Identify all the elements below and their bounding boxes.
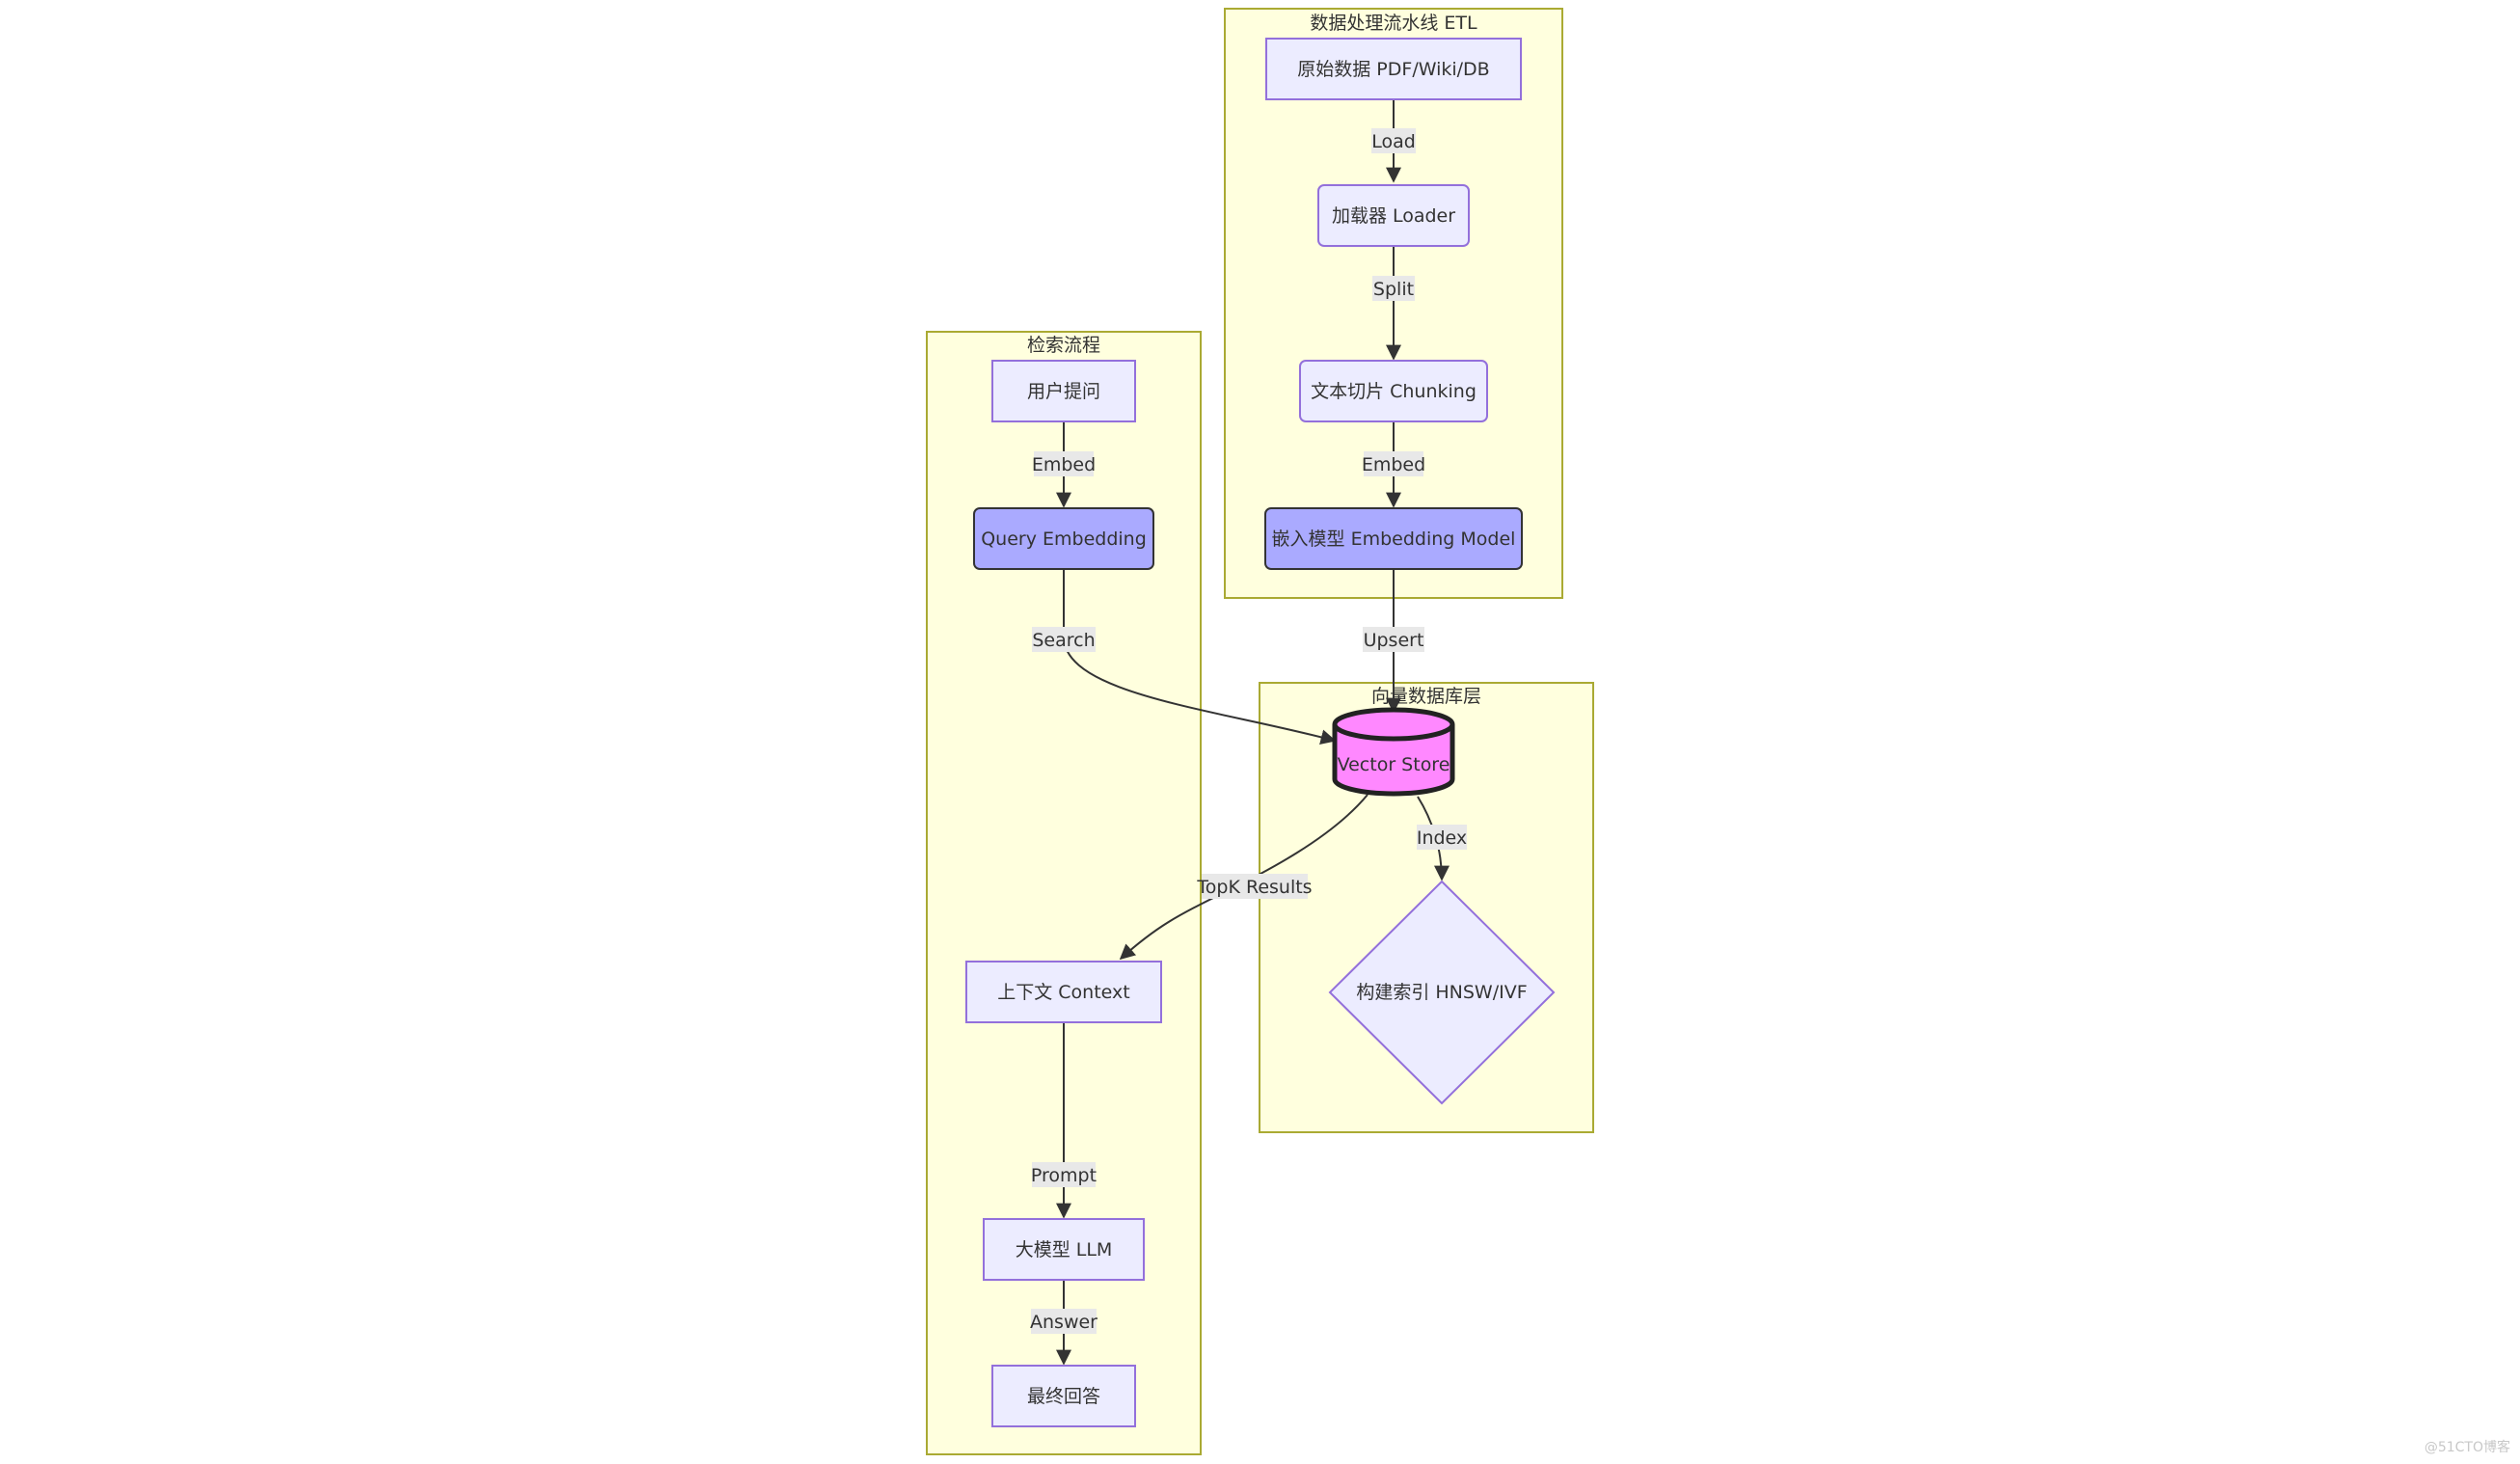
cluster-vector-title: 向量数据库层 [1371, 686, 1481, 707]
node-index-label: 构建索引 HNSW/IVF [1356, 982, 1527, 1003]
node-llm-label: 大模型 LLM [1016, 1239, 1113, 1261]
edge-label-load: Load [1371, 131, 1416, 152]
node-final-answer: 最终回答 [991, 1365, 1136, 1427]
edge-label-prompt: Prompt [1031, 1165, 1097, 1186]
node-vector-store-label: Vector Store [1338, 754, 1450, 775]
edge-label-embed-etl: Embed [1362, 454, 1425, 475]
node-embedding-model: 嵌入模型 Embedding Model [1264, 507, 1523, 570]
edge-label-index: Index [1417, 827, 1467, 849]
node-loader: 加载器 Loader [1317, 184, 1470, 247]
node-raw-data-label: 原始数据 PDF/Wiki/DB [1297, 59, 1489, 80]
edge-labels: Load Split Embed Upsert Embed Search Top… [1030, 128, 1467, 1334]
node-final-answer-label: 最终回答 [1027, 1386, 1100, 1407]
node-context: 上下文 Context [965, 961, 1162, 1023]
node-query-embedding: Query Embedding [973, 507, 1154, 570]
node-chunking: 文本切片 Chunking [1299, 360, 1488, 422]
node-user-question-label: 用户提问 [1027, 381, 1100, 402]
edge-label-topk: TopK Results [1196, 877, 1312, 898]
node-raw-data: 原始数据 PDF/Wiki/DB [1265, 38, 1522, 100]
cluster-retrieval-title: 检索流程 [1027, 335, 1100, 356]
node-query-embedding-label: Query Embedding [981, 529, 1147, 550]
edge-label-search: Search [1032, 630, 1095, 651]
node-embedding-model-label: 嵌入模型 Embedding Model [1272, 529, 1516, 550]
edge-label-split: Split [1373, 279, 1414, 300]
node-chunking-label: 文本切片 Chunking [1311, 381, 1477, 402]
cluster-etl-title: 数据处理流水线 ETL [1310, 13, 1477, 34]
edge-label-answer: Answer [1030, 1312, 1097, 1333]
edge-label-upsert: Upsert [1364, 630, 1424, 651]
node-loader-label: 加载器 Loader [1332, 205, 1455, 227]
node-user-question: 用户提问 [991, 360, 1136, 422]
edge-label-embed-query: Embed [1032, 454, 1096, 475]
node-llm: 大模型 LLM [983, 1218, 1145, 1281]
watermark: @51CTO博客 [2425, 1439, 2510, 1455]
node-context-label: 上下文 Context [997, 982, 1129, 1003]
node-index: 构建索引 HNSW/IVF [1328, 880, 1556, 1105]
node-vector-store: Vector Store [1332, 707, 1455, 797]
